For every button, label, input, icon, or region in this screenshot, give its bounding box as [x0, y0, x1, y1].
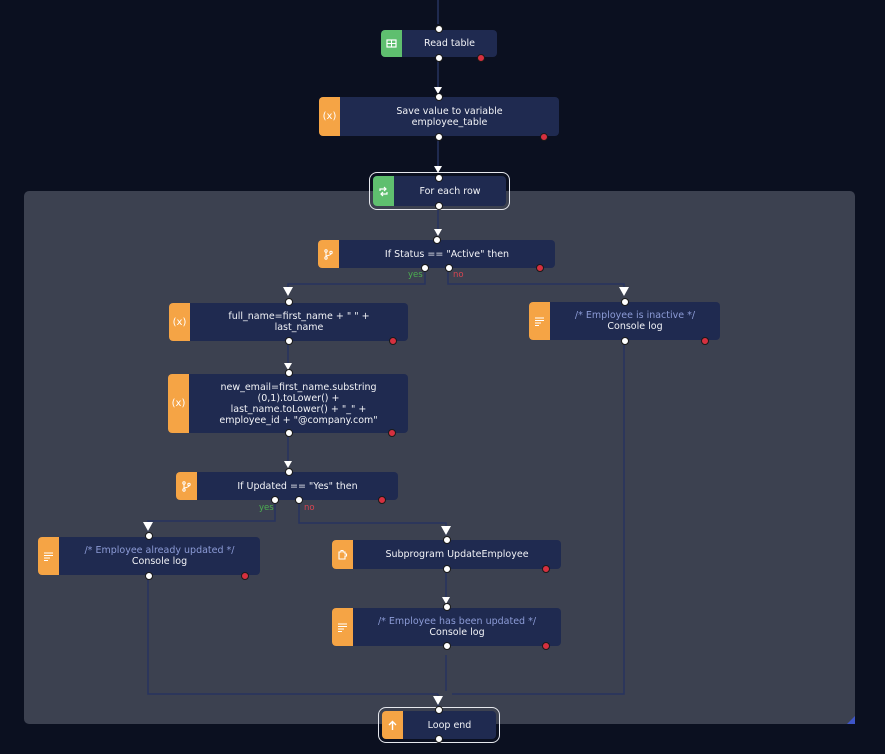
container-resize-handle[interactable] [847, 716, 855, 724]
if-status-node[interactable]: If Status == "Active" then [318, 240, 555, 268]
loop-icon [373, 176, 394, 206]
node-comment: /* Employee has been updated */ [377, 616, 537, 627]
no-port[interactable] [445, 264, 453, 272]
output-port[interactable] [145, 572, 153, 580]
output-port[interactable] [443, 642, 451, 650]
inactive-console-log-node[interactable]: /* Employee is inactive */ Console log [529, 302, 720, 340]
variable-icon-glyph: (x) [171, 398, 186, 409]
error-port[interactable] [388, 429, 396, 437]
flow-arrow [433, 696, 443, 705]
node-label: If Updated == "Yes" then [237, 480, 358, 492]
variable-icon: (x) [168, 374, 189, 433]
error-port[interactable] [536, 264, 544, 272]
error-port[interactable] [378, 496, 386, 504]
output-port[interactable] [435, 133, 443, 141]
error-port[interactable] [542, 565, 550, 573]
node-label-line4: employee_id + "@company.com" [219, 414, 378, 426]
flow-arrow [284, 461, 292, 468]
variable-icon-glyph: (x) [322, 111, 337, 122]
log-icon [38, 537, 59, 575]
new-email-assign-node[interactable]: (x) new_email=first_name.substring (0,1)… [168, 374, 408, 433]
node-label: Console log [131, 556, 188, 567]
node-label: Console log [429, 627, 485, 638]
node-label: If Status == "Active" then [384, 248, 510, 260]
output-port[interactable] [443, 565, 451, 573]
log-icon [332, 608, 353, 646]
node-label: Subprogram UpdateEmployee [385, 549, 529, 560]
employee-updated-console-log-node[interactable]: /* Employee has been updated */ Console … [332, 608, 561, 646]
flow-arrow [434, 229, 442, 236]
no-label: no [453, 270, 464, 280]
node-label: For each row [419, 185, 481, 197]
error-port[interactable] [241, 572, 249, 580]
flow-arrow [143, 522, 153, 531]
error-port[interactable] [701, 337, 709, 345]
node-label: Loop end [427, 719, 472, 731]
branch-icon [176, 472, 197, 500]
input-port[interactable] [285, 468, 293, 476]
input-port[interactable] [145, 532, 153, 540]
output-port[interactable] [435, 202, 443, 210]
error-port[interactable] [540, 133, 548, 141]
node-label-line1: Save value to variable [396, 105, 503, 117]
error-port[interactable] [477, 54, 485, 62]
node-comment: /* Employee is inactive */ [574, 310, 696, 321]
output-port[interactable] [285, 429, 293, 437]
node-label-line2: (0,1).toLower() + [257, 392, 340, 404]
yes-label: yes [259, 503, 274, 513]
node-label-line3: last_name.toLower() + "_" + [230, 403, 367, 415]
flow-arrow [283, 287, 293, 296]
branch-icon [318, 240, 339, 268]
no-label: no [304, 503, 315, 513]
input-port[interactable] [621, 298, 629, 306]
puzzle-icon [332, 540, 353, 569]
already-updated-console-log-node[interactable]: /* Employee already updated */ Console l… [38, 537, 260, 575]
no-port[interactable] [295, 496, 303, 504]
full-name-assign-node[interactable]: (x) full_name=first_name + " " + last_na… [169, 303, 408, 341]
error-port[interactable] [389, 337, 397, 345]
input-port[interactable] [435, 25, 443, 33]
arrow-up-icon [382, 711, 403, 739]
save-variable-node[interactable]: (x) Save value to variable employee_tabl… [319, 97, 559, 136]
flow-arrow [441, 526, 451, 535]
node-label-line2: last_name [274, 322, 324, 333]
table-icon [381, 30, 402, 57]
read-table-node[interactable]: Read table [381, 30, 497, 57]
output-port[interactable] [435, 54, 443, 62]
variable-icon: (x) [319, 97, 340, 136]
node-label: Console log [607, 321, 663, 332]
flow-arrow [619, 287, 629, 296]
log-icon [529, 302, 550, 340]
input-port[interactable] [443, 536, 451, 544]
node-label-line2: employee_table [411, 116, 488, 128]
input-port[interactable] [285, 369, 293, 377]
variable-icon: (x) [169, 303, 190, 341]
variable-icon-glyph: (x) [172, 316, 187, 328]
input-port[interactable] [433, 236, 441, 244]
input-port[interactable] [435, 706, 443, 714]
loop-end-node[interactable]: Loop end [378, 707, 500, 743]
output-port[interactable] [435, 735, 443, 743]
input-port[interactable] [435, 174, 443, 182]
input-port[interactable] [443, 603, 451, 611]
node-label-line1: new_email=first_name.substring [220, 381, 377, 393]
node-label: Read table [424, 38, 475, 49]
flow-arrow [434, 166, 442, 173]
output-port[interactable] [621, 337, 629, 345]
input-port[interactable] [435, 93, 443, 101]
node-comment: /* Employee already updated */ [84, 545, 235, 556]
if-updated-node[interactable]: If Updated == "Yes" then [176, 472, 398, 500]
node-label-line1: full_name=first_name + " " + [228, 311, 370, 322]
input-port[interactable] [285, 298, 293, 306]
error-port[interactable] [542, 642, 550, 650]
output-port[interactable] [285, 337, 293, 345]
yes-label: yes [408, 270, 423, 280]
